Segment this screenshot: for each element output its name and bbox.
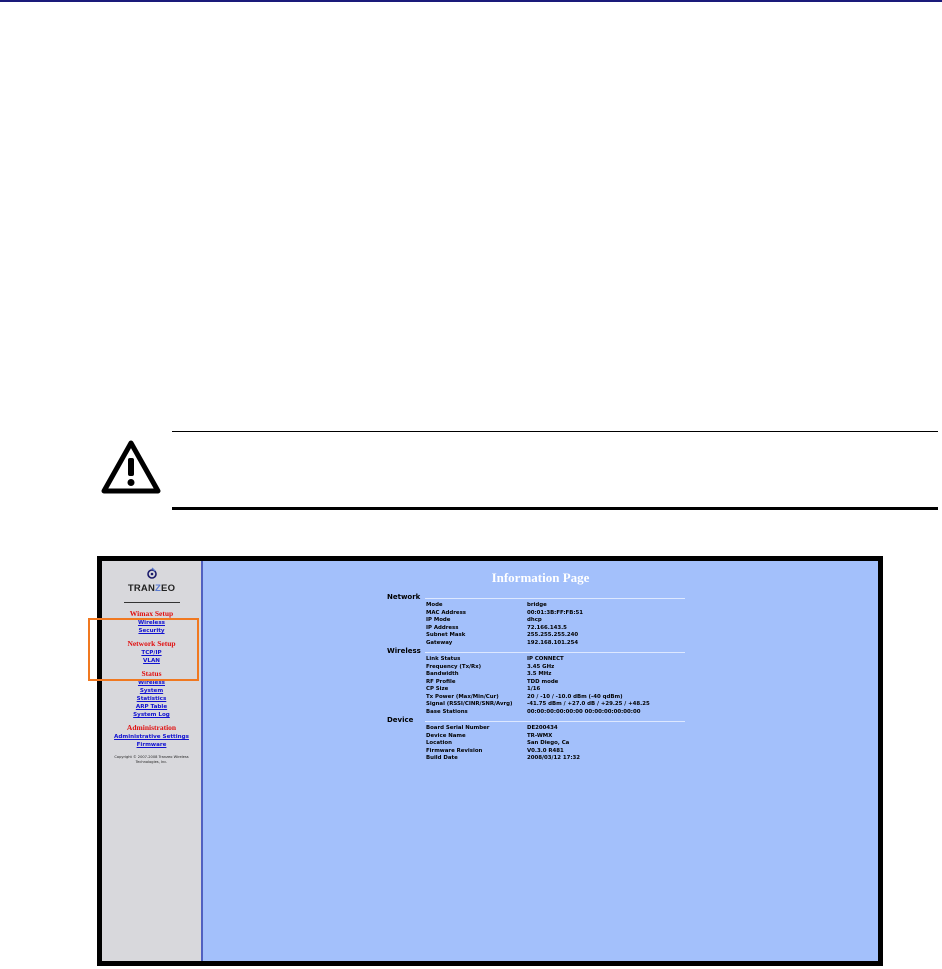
info-label: CP Size — [426, 686, 449, 692]
info-row: Base Stations 00:00:00:00:00:00 00:00:00:… — [387, 709, 697, 717]
info-value: 1/16 — [527, 686, 541, 692]
info-label: Mode — [426, 602, 443, 608]
warning-triangle-icon — [101, 440, 161, 494]
nav-link-arp-table[interactable]: ARP Table — [135, 704, 168, 710]
info-value: 00:00:00:00:00:00 00:00:00:00:00:00 — [527, 708, 641, 715]
group-wireless: Wireless — [387, 647, 697, 656]
info-label: Location — [426, 740, 452, 746]
info-row: Frequency (Tx/Rx) 3.45 GHz — [387, 664, 697, 672]
info-label: Bandwidth — [426, 671, 459, 677]
info-value: V0.3.0 R481 — [527, 747, 564, 754]
info-value: 3.45 GHz — [527, 663, 555, 670]
info-label: RF Profile — [426, 678, 456, 685]
info-value: 00:01:3B:FF:FB:51 — [527, 609, 584, 616]
page-title: Information Page — [491, 570, 590, 585]
group-divider — [425, 652, 685, 653]
info-label: IP Mode — [426, 617, 451, 623]
info-value: 72.166.143.5 — [527, 624, 567, 631]
info-label: Base Stations — [426, 708, 468, 715]
info-row: RF Profile TDD mode — [387, 679, 697, 687]
info-value: DE200434 — [527, 725, 558, 731]
nav-link-administrative-settings[interactable]: Administrative Settings — [114, 734, 189, 740]
info-label: Signal (RSSI/CINR/SNR/Avrg) — [426, 701, 513, 707]
nav-link-wireless-status[interactable]: Wireless — [137, 680, 165, 686]
info-value: 20 / -10 / -10.0 dBm (-40 qdBm) — [527, 693, 623, 700]
info-row: Signal (RSSI/CINR/SNR/Avrg) -41.75 dBm / … — [387, 701, 697, 709]
group-divider — [425, 598, 685, 599]
logo-swirl-icon — [146, 567, 157, 579]
info-row: Board Serial Number DE200434 — [387, 725, 697, 733]
info-label: Link Status — [426, 656, 461, 662]
info-row: Subnet Mask 255.255.255.240 — [387, 632, 697, 640]
header-rule — [0, 0, 942, 2]
section-administration: Administration — [126, 723, 177, 732]
info-label: Tx Power (Max/Min/Cur) — [426, 693, 499, 700]
info-row: Build Date 2008/03/12 17:32 — [387, 755, 697, 763]
copyright-text: Copyright © 2007-2008 Tranzeo Wireless T… — [114, 755, 189, 764]
info-row: Link Status IP CONNECT — [387, 656, 697, 664]
nav-link-firmware[interactable]: Firmware — [136, 742, 167, 748]
info-row: IP Address 72.166.143.5 — [387, 625, 697, 633]
info-value: 255.255.255.240 — [527, 632, 579, 638]
group-network: Network — [387, 593, 697, 602]
info-value: -41.75 dBm / +27.0 dB / +29.25 / +48.25 — [527, 701, 650, 707]
info-row: Tx Power (Max/Min/Cur) 20 / -10 / -10.0 d… — [387, 694, 697, 702]
screenshot-frame: TRANZEO Wimax Setup Wireless Security Ne… — [97, 556, 883, 966]
nav-link-system[interactable]: System — [139, 688, 164, 694]
info-value: TDD mode — [527, 678, 559, 685]
sidebar: TRANZEO Wimax Setup Wireless Security Ne… — [102, 561, 203, 961]
info-row: Location San Diego, Ca — [387, 740, 697, 748]
info-label: Firmware Revision — [426, 747, 483, 754]
group-title: Device — [387, 716, 414, 724]
logo-divider — [123, 602, 180, 603]
info-row: Firmware Revision V0.3.0 R481 — [387, 748, 697, 756]
section-status: Status — [141, 669, 162, 678]
info-value: TR-WMX — [527, 732, 553, 739]
nav-link-tcp-ip[interactable]: TCP/IP — [141, 650, 162, 656]
info-value: IP CONNECT — [527, 656, 564, 662]
info-label: Board Serial Number — [426, 725, 490, 731]
group-title: Network — [387, 593, 421, 601]
nav-link-system-log[interactable]: System Log — [133, 712, 170, 718]
caution-rule-top — [172, 431, 938, 432]
nav-link-security[interactable]: Security — [138, 628, 165, 634]
info-value: bridge — [527, 602, 547, 608]
caution-rule-bottom — [172, 507, 938, 510]
info-label: MAC Address — [426, 609, 466, 616]
info-value: San Diego, Ca — [527, 740, 570, 746]
nav-link-wireless-setup[interactable]: Wireless — [137, 620, 165, 626]
info-label: Subnet Mask — [426, 632, 466, 638]
info-row: Device Name TR-WMX — [387, 733, 697, 741]
info-row: Gateway 192.168.101.254 — [387, 640, 697, 648]
info-row: MAC Address 00:01:3B:FF:FB:51 — [387, 610, 697, 618]
group-divider — [425, 721, 685, 722]
section-wimax-setup: Wimax Setup — [129, 609, 174, 618]
info-value: 2008/03/12 17:32 — [527, 755, 580, 761]
nav-link-vlan[interactable]: VLAN — [143, 658, 160, 664]
nav-link-statistics[interactable]: Statistics — [136, 696, 167, 702]
info-label: Gateway — [426, 639, 453, 646]
info-row: Bandwidth 3.5 MHz — [387, 671, 697, 679]
info-label: Frequency (Tx/Rx) — [426, 663, 482, 670]
info-row: IP Mode dhcp — [387, 617, 697, 625]
info-label: IP Address — [426, 624, 459, 631]
group-device: Device — [387, 716, 697, 725]
info-value: dhcp — [527, 617, 542, 623]
info-value: 192.168.101.254 — [527, 639, 579, 646]
info-label: Device Name — [426, 732, 466, 739]
group-title: Wireless — [387, 647, 421, 655]
info-label: Build Date — [426, 755, 458, 761]
network-setup-highlight-box — [88, 618, 199, 681]
tranzeo-logo: TRANZEO — [122, 567, 182, 597]
info-row: Mode bridge — [387, 602, 697, 610]
logo-wordmark: TRANZEO — [127, 583, 176, 594]
info-row: CP Size 1/16 — [387, 686, 697, 694]
info-value: 3.5 MHz — [527, 671, 552, 677]
section-network-setup: Network Setup — [127, 639, 176, 648]
